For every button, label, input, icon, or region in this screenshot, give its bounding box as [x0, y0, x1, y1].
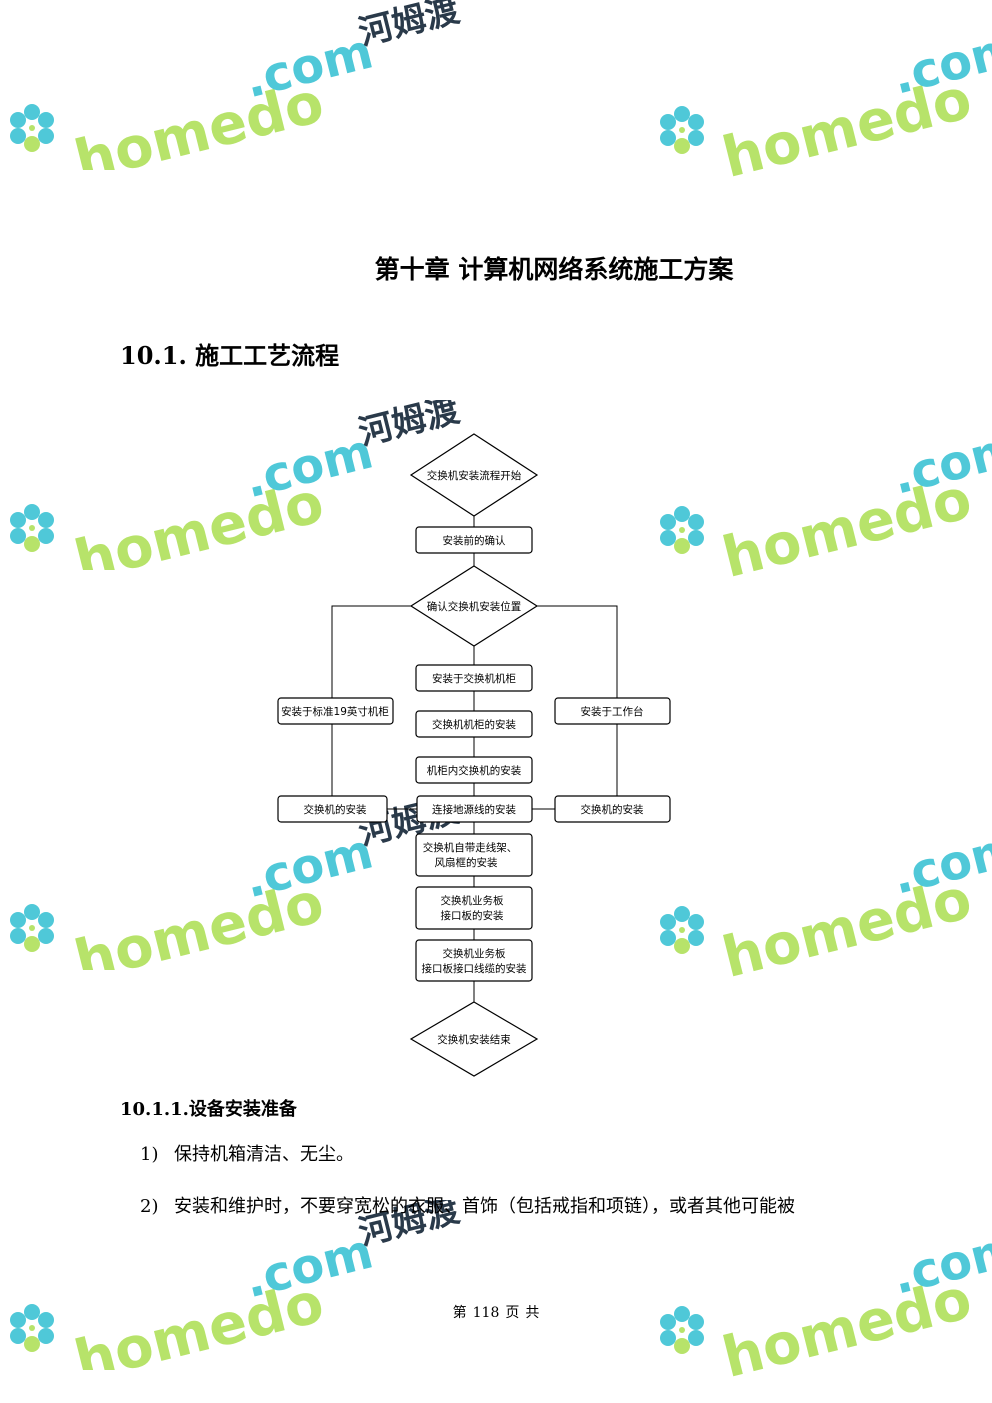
- flow-left-branch-label: 安装于标准19英寸机柜: [281, 705, 389, 718]
- page-footer: 第 118 页共: [0, 1302, 992, 1322]
- installation-flowchart: 交换机安装流程开始 安装前的确认 确认交换机安装位置 安装于交换机机柜 安装于标…: [277, 433, 671, 1077]
- list-item-text: 保持机箱清洁、无尘。: [174, 1144, 354, 1165]
- list-item-number: 2): [140, 1196, 159, 1217]
- flow-confirm-box: 安装前的确认: [415, 526, 533, 554]
- watermark-com-text: .com: [239, 1224, 378, 1310]
- flow-center-branch-label: 安装于交换机机柜: [432, 672, 516, 685]
- flow-end-diamond: 交换机安装结束: [409, 1001, 539, 1077]
- flow-ground-cable-box: 连接地源线的安装: [416, 795, 533, 823]
- list-item: 2) 安装和维护时，不要穿宽松的衣服、首饰（包括戒指和项链），或者其他可能被: [140, 1192, 795, 1218]
- flow-rack-box: 交换机自带走线架、 风扇框的安装: [415, 833, 533, 877]
- flow-start-diamond: 交换机安装流程开始: [409, 433, 539, 517]
- flow-left-branch-box: 安装于标准19英寸机柜: [277, 697, 394, 725]
- list-item-text: 安装和维护时，不要穿宽松的衣服、首饰（包括戒指和项链），或者其他可能被: [174, 1196, 795, 1217]
- flow-end-label: 交换机安装结束: [437, 1033, 511, 1046]
- footer-label-page-unit: 页: [505, 1305, 520, 1321]
- flow-rack-label-1: 交换机自带走线架、: [423, 841, 518, 854]
- watermark-com-text: .com: [887, 1220, 992, 1306]
- flow-cable-label-1: 交换机业务板: [443, 947, 506, 960]
- chapter-title: 第十章 计算机网络系统施工方案: [374, 255, 734, 284]
- flow-switch-in-cabinet-label: 机柜内交换机的安装: [427, 764, 522, 777]
- flow-cabinet-install-label: 交换机机柜的安装: [432, 718, 516, 731]
- flow-switch-in-cabinet-box: 机柜内交换机的安装: [415, 756, 533, 784]
- footer-label-page: 第: [452, 1305, 467, 1321]
- flowchart-connectors: [331, 516, 618, 1002]
- flow-left-switch-box: 交换机的安装: [277, 795, 388, 823]
- flow-start-label: 交换机安装流程开始: [427, 469, 522, 482]
- flow-right-switch-label: 交换机的安装: [581, 803, 644, 816]
- flow-left-switch-label: 交换机的安装: [304, 803, 367, 816]
- flow-right-branch-box: 安装于工作台: [554, 697, 671, 725]
- flow-cabinet-install-box: 交换机机柜的安装: [415, 710, 533, 738]
- flow-right-branch-label: 安装于工作台: [581, 705, 644, 718]
- flow-rack-label-2: 风扇框的安装: [435, 856, 498, 869]
- footer-label-total: 共: [525, 1305, 540, 1321]
- watermark-bottom-left: homedo .com 河姆渡: [0, 1190, 480, 1394]
- flow-center-branch-box: 安装于交换机机柜: [415, 664, 533, 692]
- flow-board-label-1: 交换机业务板: [441, 894, 504, 907]
- list-item: 1) 保持机箱清洁、无尘。: [140, 1140, 354, 1166]
- flow-cable-box: 交换机业务板 接口板接口线缆的安装: [415, 939, 533, 982]
- flow-board-label-2: 接口板的安装: [441, 909, 504, 922]
- list-item-number: 1): [140, 1144, 159, 1165]
- flow-ground-cable-label: 连接地源线的安装: [432, 803, 516, 816]
- flow-board-box: 交换机业务板 接口板的安装: [415, 886, 533, 930]
- flow-confirm-label: 安装前的确认: [443, 534, 506, 547]
- flow-decision-diamond: 确认交换机安装位置: [409, 565, 539, 647]
- subsection-title: 10.1.1.设备安装准备: [120, 1099, 297, 1120]
- watermark-brand-text: homedo: [716, 1267, 977, 1380]
- flow-cable-label-2: 接口板接口线缆的安装: [422, 962, 527, 975]
- section-title: 10.1. 施工工艺流程: [120, 341, 340, 370]
- footer-page-number: 118: [472, 1305, 500, 1321]
- flow-right-switch-box: 交换机的安装: [554, 795, 671, 823]
- flow-decision-label: 确认交换机安装位置: [427, 600, 522, 613]
